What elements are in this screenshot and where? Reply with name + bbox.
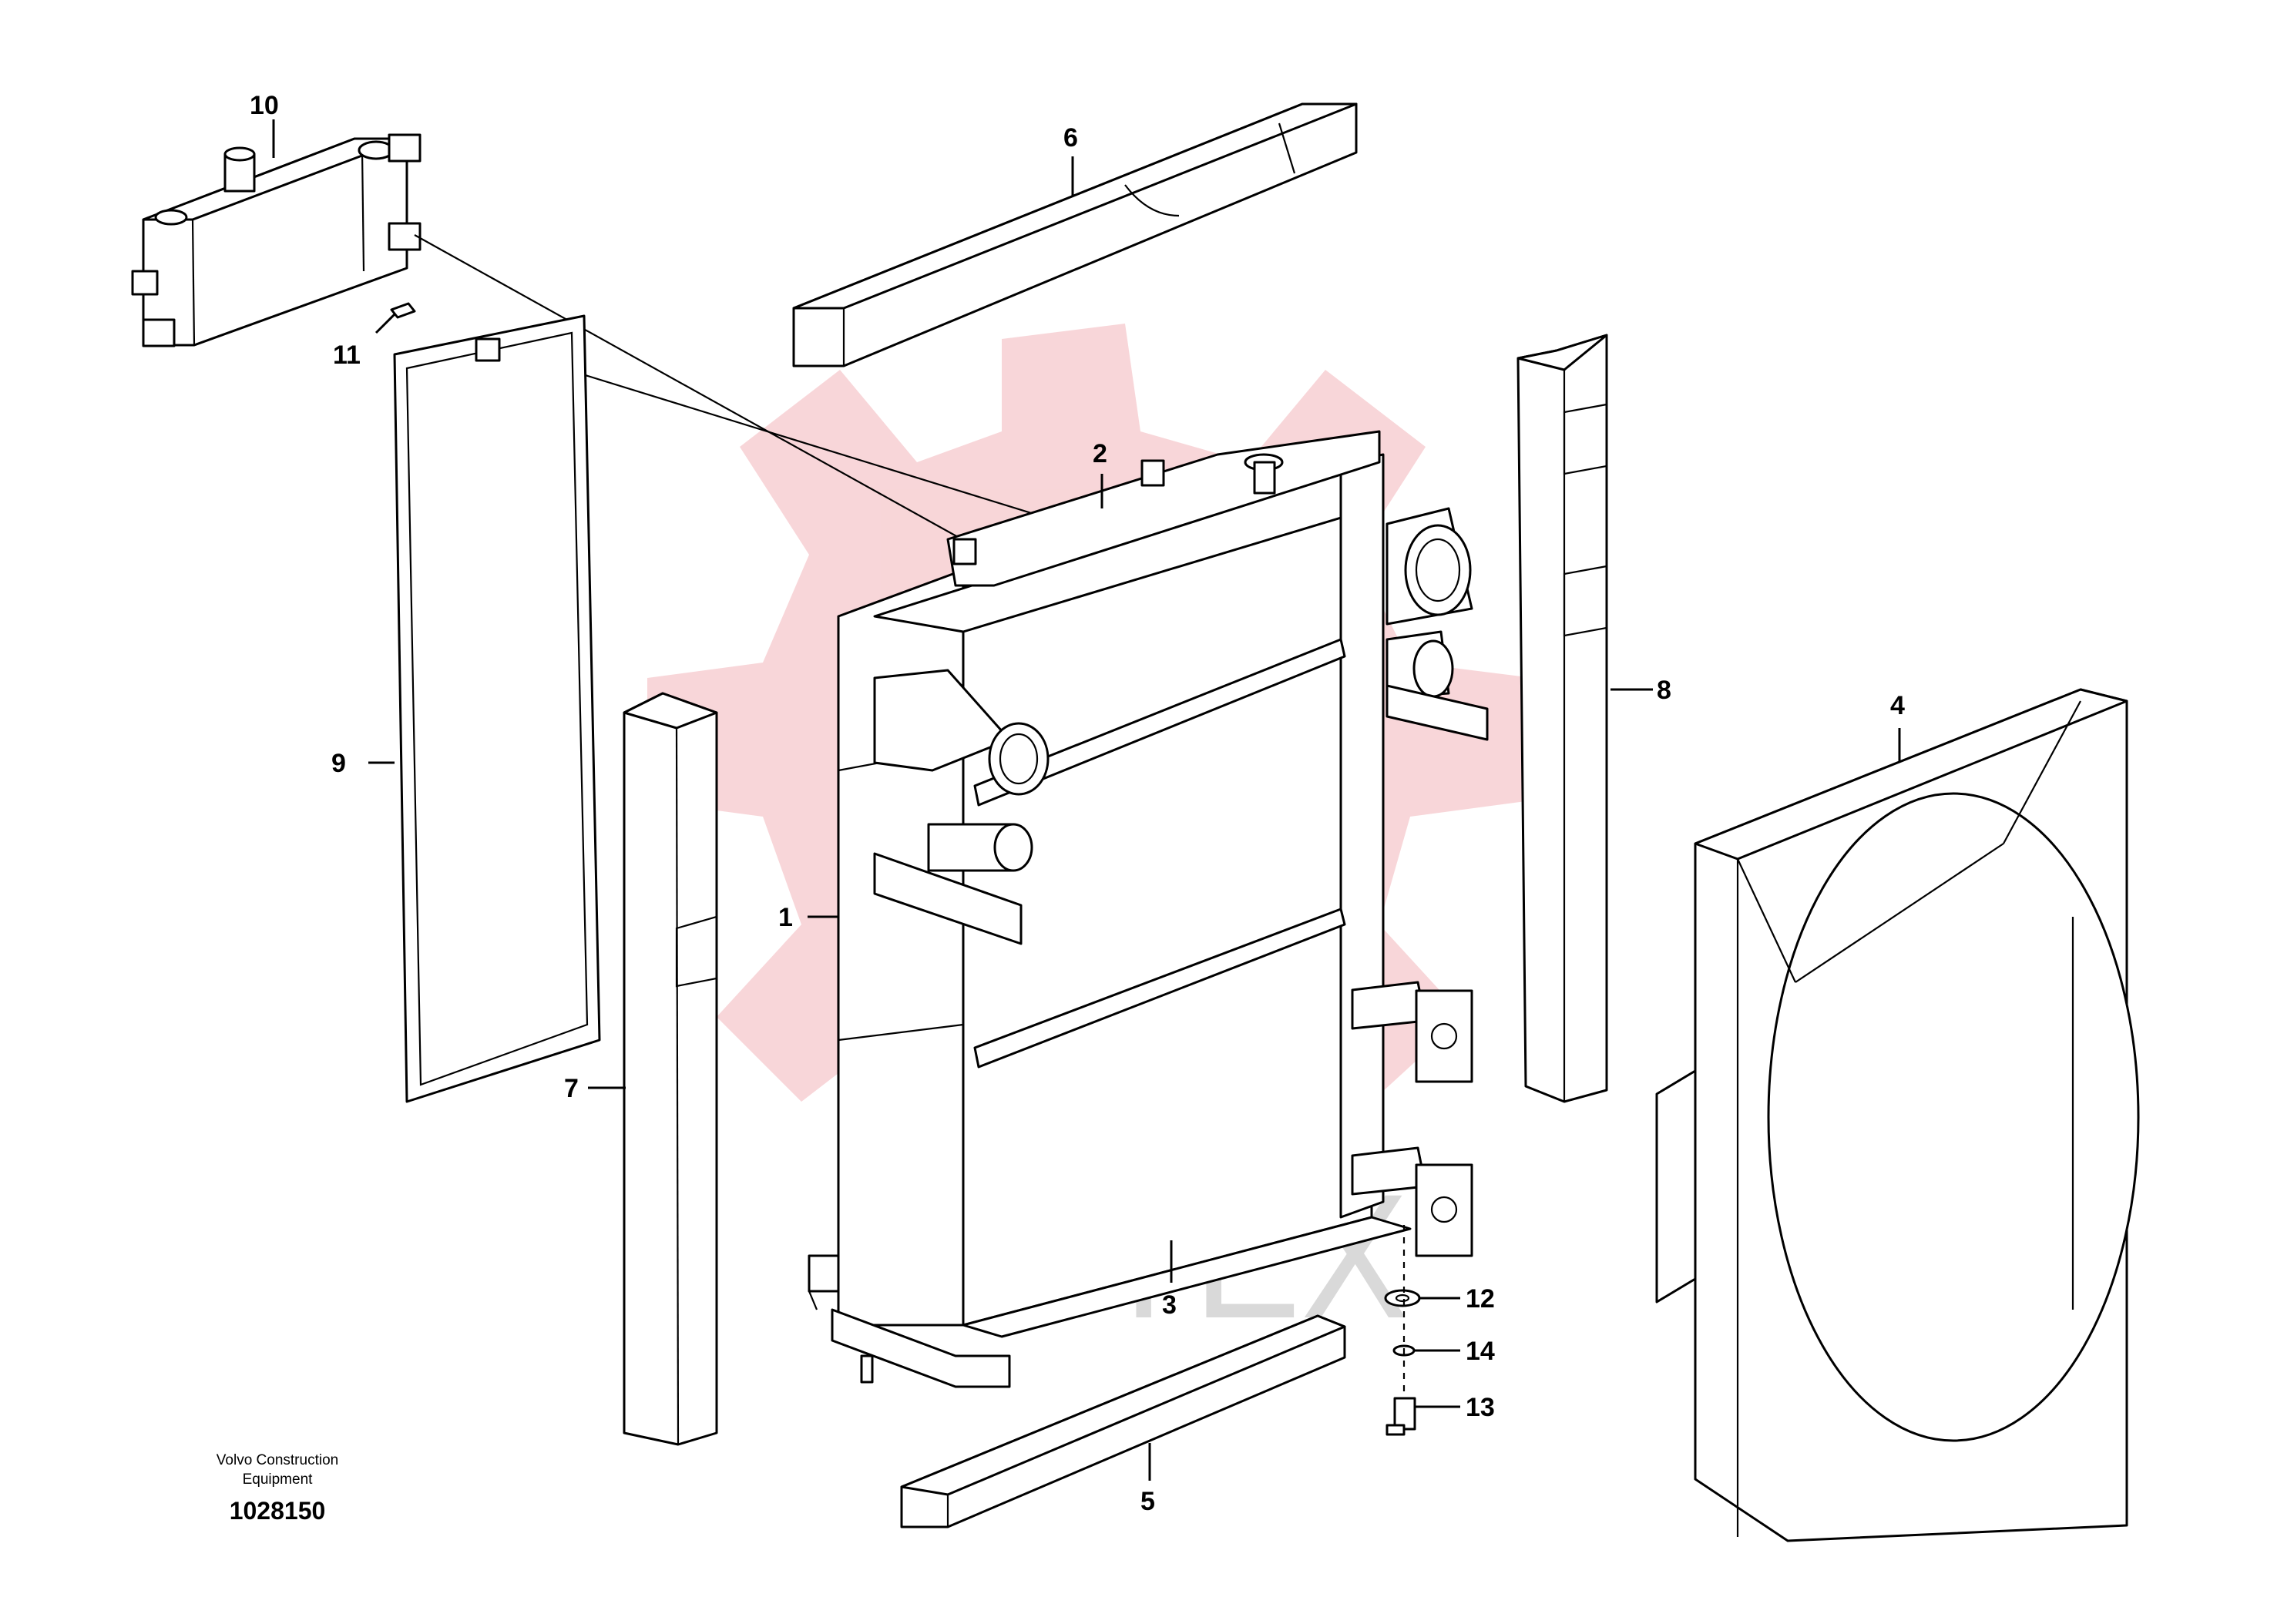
part-1-flanges bbox=[1351, 981, 1473, 1257]
callout-7: 7 bbox=[564, 1074, 579, 1103]
callout-2: 2 bbox=[1093, 439, 1107, 468]
part-13-bolt bbox=[1385, 1397, 1416, 1436]
part-2-top-cover bbox=[946, 430, 1381, 587]
manufacturer-line-1: Volvo Construction bbox=[217, 1452, 338, 1468]
callout-12: 12 bbox=[1466, 1284, 1495, 1314]
part-1-radiator bbox=[808, 453, 1385, 1388]
callout-9: 9 bbox=[331, 749, 346, 778]
part-8-seal-strip bbox=[1516, 334, 1608, 1103]
callout-1: 1 bbox=[778, 903, 793, 932]
callout-10: 10 bbox=[250, 91, 279, 120]
part-9-gasket bbox=[393, 314, 601, 1103]
callout-5: 5 bbox=[1140, 1487, 1155, 1516]
part-1-pipes-right bbox=[1385, 507, 1489, 741]
part-11-screw bbox=[374, 302, 416, 334]
callout-4: 4 bbox=[1890, 691, 1905, 720]
callout-14: 14 bbox=[1466, 1337, 1495, 1366]
callout-8: 8 bbox=[1657, 676, 1671, 705]
drawing-number: 1028150 bbox=[230, 1497, 326, 1525]
part-6-seal-strip bbox=[792, 102, 1358, 367]
leader-lines bbox=[272, 119, 1901, 1481]
part-4-fan-shroud bbox=[1655, 688, 2140, 1542]
part-10-oil-cooler bbox=[131, 133, 422, 347]
manufacturer-line-2: Equipment bbox=[243, 1471, 314, 1488]
part-7-seal-strip bbox=[623, 692, 718, 1446]
callout-13: 13 bbox=[1466, 1393, 1495, 1422]
callout-11: 11 bbox=[333, 341, 361, 370]
callout-6: 6 bbox=[1063, 123, 1078, 153]
part-3-bottom-plate bbox=[962, 1216, 1412, 1338]
part-5-seal-strip bbox=[900, 1314, 1346, 1528]
callout-3: 3 bbox=[1162, 1290, 1177, 1320]
part-12-washer bbox=[1384, 1289, 1421, 1307]
